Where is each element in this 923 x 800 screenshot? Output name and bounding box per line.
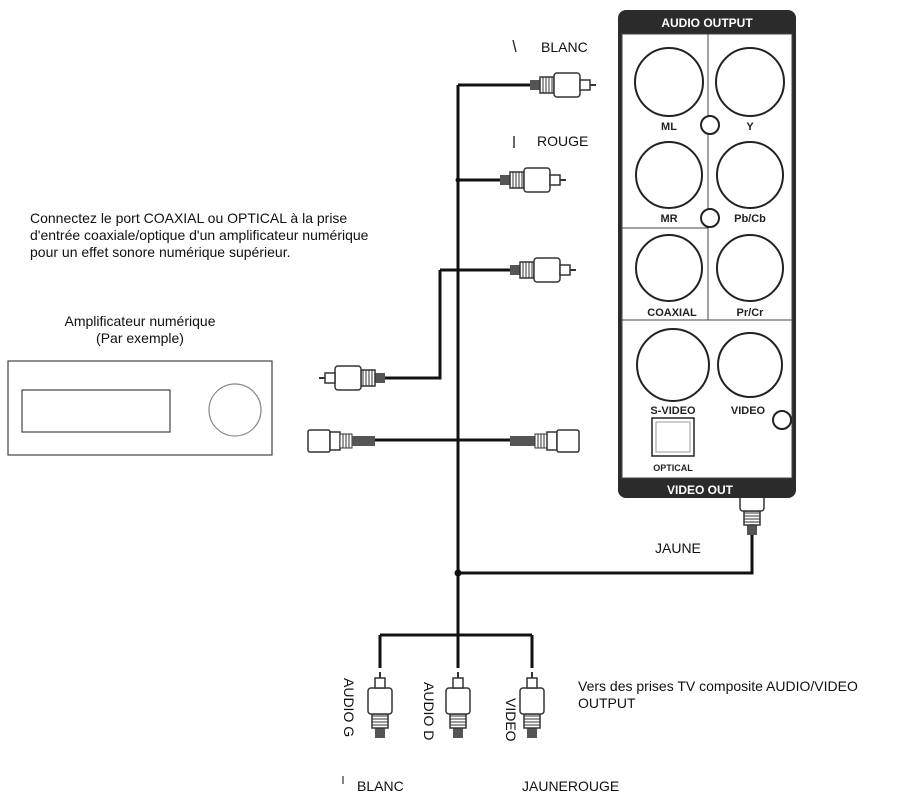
label-audio-d: AUDIO D bbox=[421, 682, 437, 740]
jack-ml bbox=[634, 47, 704, 117]
jack-mr-label: MR bbox=[660, 213, 677, 225]
jack-mr bbox=[635, 141, 703, 209]
jack-y bbox=[715, 47, 785, 117]
amplifier-display bbox=[21, 389, 171, 433]
amplifier-title: Amplificateur numérique bbox=[65, 313, 216, 329]
label-jaune-rouge-bottom: JAUNEROUGE bbox=[522, 778, 619, 794]
rca-plug-amp-coaxial bbox=[319, 366, 385, 390]
instruction-text: Connectez le port COAXIAL ou OPTICAL à l… bbox=[30, 210, 369, 260]
jack-coaxial bbox=[635, 234, 703, 302]
jack-coaxial-label: COAXIAL bbox=[647, 307, 697, 319]
label-blanc-bottom: BLANC bbox=[357, 778, 404, 794]
player-back-panel: AUDIO OUTPUT VIDEO OUT ML Y MR Pb/Cb COA… bbox=[618, 10, 796, 498]
amplifier-subtitle: (Par exemple) bbox=[96, 330, 184, 346]
rca-plug-audio-d bbox=[446, 672, 470, 738]
jack-video-label: VIDEO bbox=[731, 405, 766, 417]
jack-ml-label: ML bbox=[661, 121, 677, 133]
tv-text-line2: OUTPUT bbox=[578, 695, 636, 711]
jack-pbcb-label: Pb/Cb bbox=[734, 213, 766, 225]
label-jaune: JAUNE bbox=[655, 540, 701, 556]
jack-pbcb bbox=[716, 141, 784, 209]
rca-plug-amp-optical bbox=[307, 429, 375, 453]
rca-plug-coaxial bbox=[509, 257, 577, 283]
tick-mark bbox=[512, 39, 517, 53]
rca-plug-optical-right bbox=[510, 429, 580, 453]
label-audio-g: AUDIO G bbox=[341, 678, 357, 737]
label-video: VIDEO bbox=[503, 698, 519, 742]
audio-output-label: AUDIO OUTPUT bbox=[661, 16, 753, 30]
amplifier-knob bbox=[208, 383, 262, 437]
tv-text-line1: Vers des prises TV composite AUDIO/VIDEO bbox=[578, 678, 858, 694]
rca-plug-blanc-top bbox=[529, 72, 597, 98]
rca-plug-rouge-top bbox=[499, 167, 567, 193]
jack-svideo-label: S-VIDEO bbox=[650, 405, 696, 417]
jack-prcr bbox=[716, 234, 784, 302]
digital-amplifier bbox=[7, 360, 273, 456]
jack-video bbox=[717, 332, 783, 398]
optical-port bbox=[651, 417, 695, 457]
rca-plug-audio-g bbox=[368, 672, 392, 738]
label-blanc-top: BLANC bbox=[541, 39, 588, 55]
jack-y-label: Y bbox=[746, 121, 754, 133]
jack-prcr-label: Pr/Cr bbox=[737, 307, 765, 319]
cable-wires bbox=[375, 83, 754, 668]
optical-label: OPTICAL bbox=[653, 463, 693, 473]
jack-svideo bbox=[636, 328, 710, 402]
video-output-label: VIDEO OUT bbox=[667, 483, 734, 497]
label-rouge-top: ROUGE bbox=[537, 133, 588, 149]
rca-plug-video bbox=[520, 672, 544, 738]
